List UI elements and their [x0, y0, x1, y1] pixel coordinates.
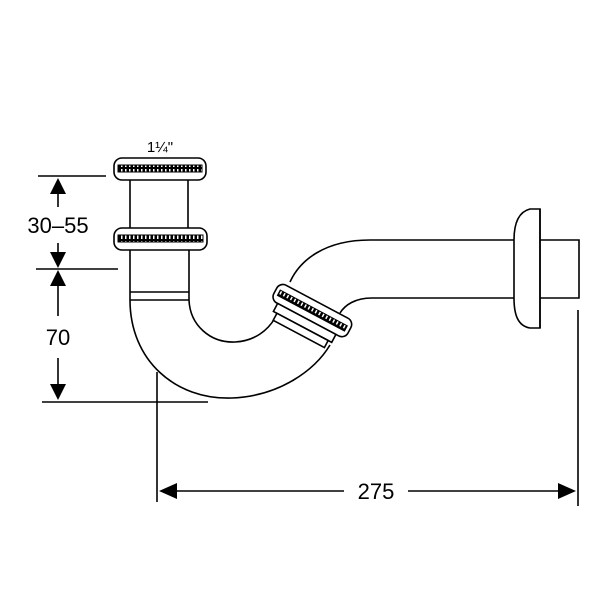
u-bend	[129, 299, 331, 399]
wall-flange	[513, 208, 541, 329]
wall-stub	[540, 239, 580, 299]
connection-size-label: 1¼"	[147, 139, 173, 156]
dimension-extension-lines	[36, 175, 579, 506]
height-adjust-label: 30–55	[27, 213, 88, 238]
horizontal-arm	[289, 239, 515, 314]
height-adjust-dimension	[50, 178, 66, 268]
projection-dimension	[159, 483, 576, 499]
top-slip-nut	[113, 157, 207, 181]
height-fixed-label: 70	[46, 325, 70, 350]
angled-slip-nut	[272, 283, 353, 349]
height-fixed-dimension	[50, 270, 66, 400]
projection-label: 275	[358, 479, 395, 504]
middle-slip-nut	[113, 227, 208, 251]
tailpiece	[129, 178, 190, 301]
